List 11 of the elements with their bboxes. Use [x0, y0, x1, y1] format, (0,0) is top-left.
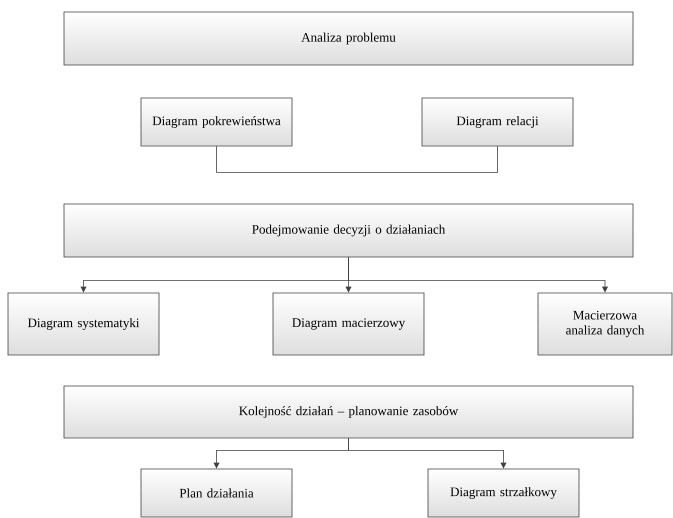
- connector-line: [216, 146, 498, 173]
- stage-box: Kolejność działań – planowanie zasobów: [64, 386, 634, 438]
- process-box: Diagram systematyki: [8, 292, 160, 356]
- process-box: Diagram strzałkowy: [428, 468, 580, 518]
- stage-box: Analiza problemu: [64, 12, 634, 66]
- process-box: Diagram macierzowy: [272, 292, 424, 356]
- process-box: Macierzowa analiza danych: [538, 292, 672, 356]
- process-box: Diagram pokrewieństwa: [140, 98, 292, 146]
- process-box: Diagram relacji: [422, 98, 574, 146]
- stage-box: Podejmowanie decyzji o działaniach: [64, 204, 634, 258]
- process-box: Plan działania: [140, 468, 292, 518]
